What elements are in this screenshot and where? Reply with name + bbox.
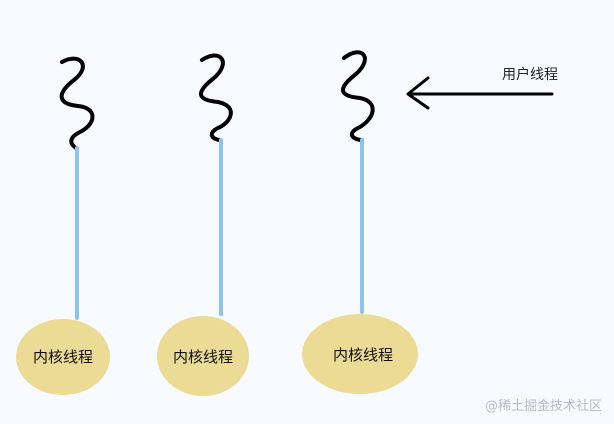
kernel-thread-label-3: 内核线程	[333, 346, 393, 364]
user-thread-arrow: 用户线程	[406, 66, 558, 110]
arrow-head	[406, 76, 430, 110]
watermark: @稀土掘金技术社区	[484, 399, 602, 414]
kernel-thread-node-2	[157, 316, 249, 396]
kernel-thread-node-1	[16, 319, 110, 395]
kernel-thread-node-3	[302, 314, 418, 394]
user-thread-squiggle-2	[199, 53, 233, 142]
user-thread-squiggle-1	[59, 56, 95, 150]
thread-pair-2: 内核线程	[157, 53, 249, 396]
user-thread-squiggle-3	[341, 50, 375, 142]
user-thread-label: 用户线程	[502, 66, 558, 83]
thread-pair-3: 内核线程	[302, 50, 418, 394]
thread-pair-1: 内核线程	[16, 56, 110, 395]
kernel-thread-label-1: 内核线程	[33, 348, 93, 366]
kernel-thread-label-2: 内核线程	[173, 348, 233, 366]
